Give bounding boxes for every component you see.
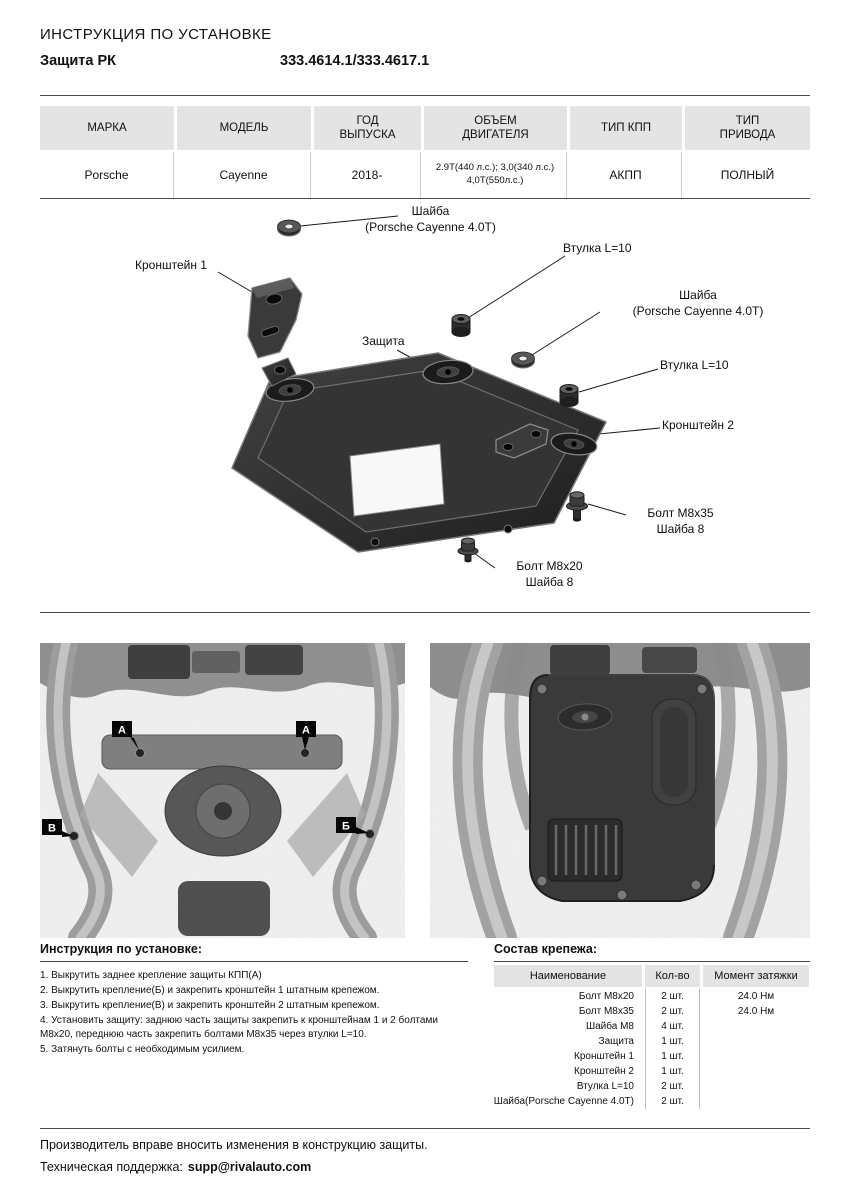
callout-bushing-right: Втулка L=10 <box>660 358 729 372</box>
marker-a2: А <box>296 721 316 750</box>
veh-cell-drive: ПОЛНЫЙ <box>720 168 775 182</box>
install-step-4: 4. Установить защиту: заднюю часть защит… <box>40 1015 438 1040</box>
veh-cell-engine: 2.9Т(440 л.с.); 3,0(340 л.с.) 4,0Т(550л.… <box>424 152 567 198</box>
installation-photo-before: А А В Б <box>40 643 405 938</box>
install-step-3: 3. Выкрутить крепление(В) и закрепить кр… <box>40 1000 380 1011</box>
doc-title: ИНСТРУКЦИЯ ПО УСТАНОВКЕ <box>40 26 272 43</box>
veh-header-transmission: ТИП КПП <box>570 106 682 150</box>
veh-header-model: МОДЕЛЬ <box>177 106 311 150</box>
veh-cell-transmission: АКПП <box>570 152 682 198</box>
hardware-table-header: Наименование Кол-во Момент затяжки <box>494 965 810 987</box>
svg-text:В: В <box>48 823 56 835</box>
install-step-5: 5. Затянуть болты с необходимым усилием. <box>40 1044 245 1055</box>
bracket-1-drawing <box>247 277 303 359</box>
callout-washer-top: Шайба (Porsche Cayenne 4.0Т) <box>365 204 496 234</box>
marker-b: Б <box>336 817 369 834</box>
install-step-1: 1. Выкрутить заднее крепление защиты КПП… <box>40 970 262 981</box>
bolt-m8x35-drawing <box>566 491 588 522</box>
svg-text:А: А <box>302 725 310 737</box>
divider-footer <box>40 1128 810 1129</box>
hw-col-qty: Кол-во <box>645 965 700 987</box>
bracket-2-drawing <box>495 423 549 459</box>
bushing-right-drawing <box>559 384 579 407</box>
marker-a1: А <box>112 721 139 750</box>
install-step-2: 2. Выкрутить крепление(Б) и закрепить кр… <box>40 985 380 996</box>
vehicle-table: МАРКА МОДЕЛЬ ГОД ВЫПУСКА ОБЪЕМ ДВИГАТЕЛЯ… <box>40 106 810 198</box>
callout-plate: Защита <box>362 334 405 348</box>
installed-plate-drawing <box>529 674 715 902</box>
veh-cell-brand: Porsche <box>40 152 174 198</box>
veh-header-year: ГОД ВЫПУСКА <box>314 106 421 150</box>
hardware-row: Защита 1 шт. <box>494 1034 810 1049</box>
washer-right-drawing <box>511 351 535 369</box>
hardware-row: Шайба(Porsche Cayenne 4.0Т) 2 шт. <box>494 1094 810 1109</box>
svg-text:Б: Б <box>342 821 350 833</box>
divider-header <box>40 95 810 96</box>
installation-photo-after <box>430 643 810 938</box>
hardware-row: Болт М8х35 2 шт. 24.0 Нм <box>578 1004 775 1019</box>
product-name: Защита РК <box>40 53 117 69</box>
callout-bushing-top: Втулка L=10 <box>563 241 632 255</box>
hardware-row: Болт М8х20 2 шт. 24.0 Нм <box>578 989 775 1004</box>
hardware-section: Состав крепежа: Наименование Кол-во Моме… <box>494 942 810 1109</box>
exploded-diagram: Шайба (Porsche Cayenne 4.0Т) Кронштейн 1… <box>40 200 810 605</box>
callout-bolt-m8x20: Болт М8х20 Шайба 8 <box>516 559 583 589</box>
callout-bracket1: Кронштейн 1 <box>135 258 207 272</box>
footer-disclaimer: Производитель вправе вносить изменения в… <box>40 1138 428 1152</box>
part-numbers: 333.4614.1/333.4617.1 <box>280 53 430 69</box>
divider-diagram <box>40 612 810 613</box>
veh-header-brand: МАРКА <box>40 106 174 150</box>
bushing-top-drawing <box>451 314 471 337</box>
veh-header-engine: ОБЪЕМ ДВИГАТЕЛЯ <box>424 106 567 150</box>
hw-col-torque: Момент затяжки <box>703 965 809 987</box>
install-steps-heading: Инструкция по установке: <box>40 942 468 962</box>
skid-plate-drawing <box>231 352 607 553</box>
hardware-row: Втулка L=10 2 шт. <box>494 1079 810 1094</box>
exploded-view-drawing <box>217 215 661 569</box>
hw-col-name: Наименование <box>494 965 642 987</box>
hardware-row: Кронштейн 2 1 шт. <box>494 1064 810 1079</box>
divider-table <box>40 198 810 199</box>
footer-support-label: Техническая поддержка: <box>40 1160 183 1174</box>
support-email: supp@rivalauto.com <box>187 1160 312 1174</box>
footer-support: Техническая поддержка: supp@rivalauto.com <box>40 1160 311 1174</box>
veh-cell-model: Cayenne <box>177 152 311 198</box>
install-steps-section: Инструкция по установке: 1. Выкрутить за… <box>40 942 468 1058</box>
hardware-heading: Состав крепежа: <box>494 942 810 962</box>
hardware-row: Кронштейн 1 1 шт. <box>494 1049 810 1064</box>
callout-washer-right: Шайба (Porsche Cayenne 4.0Т) <box>632 288 764 318</box>
installation-photos: А А В Б <box>40 643 810 938</box>
veh-cell-year: 2018- <box>314 152 421 198</box>
svg-text:А: А <box>118 725 126 737</box>
veh-header-drive: ТИП ПРИВОДА <box>685 106 810 150</box>
washer-top-drawing <box>277 219 301 237</box>
callout-bracket2: Кронштейн 2 <box>662 418 734 432</box>
bolt-m8x20-drawing <box>457 537 479 563</box>
hardware-row: Шайба М8 4 шт. <box>494 1019 810 1034</box>
marker-v: В <box>42 819 73 837</box>
callout-bolt-m8x35: Болт М8х35 Шайба 8 <box>647 506 714 536</box>
